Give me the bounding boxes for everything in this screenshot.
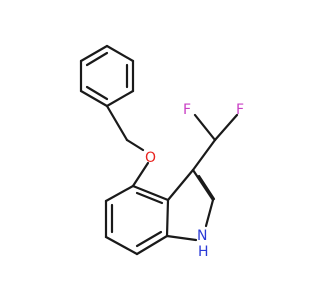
indole-benzene-ring — [104, 184, 170, 256]
bond — [165, 198, 170, 238]
double-bond — [85, 51, 109, 67]
nh-hydrogen-label: H — [198, 244, 209, 260]
bond — [213, 113, 239, 142]
bond — [193, 113, 217, 142]
bond — [191, 168, 215, 202]
bond — [79, 89, 109, 108]
bond — [165, 234, 198, 242]
fluorine-left-label: F — [183, 102, 191, 118]
bond — [131, 161, 150, 188]
double-bond — [197, 174, 216, 201]
bond — [104, 184, 135, 203]
pyrrole-ring — [165, 168, 216, 242]
oxygen-label: O — [145, 150, 156, 166]
molecule-canvas: O F F N H — [79, 44, 244, 260]
bond — [191, 138, 217, 172]
bond — [79, 44, 109, 63]
bond — [166, 168, 195, 202]
molecule-structure: O F F N H — [79, 44, 244, 260]
bond — [105, 89, 135, 108]
double-bond — [135, 230, 163, 248]
double-bond — [85, 85, 109, 101]
bond — [125, 138, 145, 152]
bond — [104, 235, 139, 256]
fluorine-right-label: F — [236, 102, 244, 118]
double-bond — [135, 191, 164, 205]
phenyl-ring — [79, 44, 135, 108]
bond — [135, 234, 169, 256]
bond — [131, 184, 170, 202]
bond — [105, 44, 135, 63]
nitrogen-label: N — [197, 228, 207, 244]
bond — [204, 198, 215, 228]
bond — [105, 104, 129, 142]
